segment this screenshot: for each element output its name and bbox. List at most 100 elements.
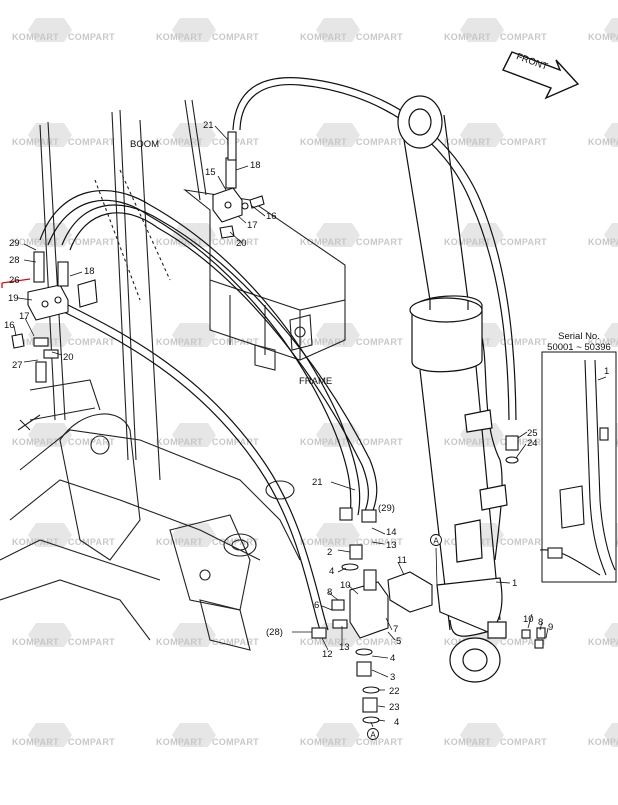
callout-12: 12 — [322, 649, 333, 660]
watermark-text-b: COMPART — [500, 637, 547, 647]
watermark-text-a: KOMPART — [588, 137, 618, 147]
leader-lines — [13, 125, 607, 728]
callout-29-paren: (29) — [378, 503, 395, 514]
callout-8-right: 8 — [538, 617, 543, 628]
frame-caption: FRAME — [299, 376, 332, 387]
svg-text:A: A — [433, 537, 439, 546]
callout-13-lower: 13 — [339, 642, 350, 653]
callout-18-top: 18 — [250, 160, 261, 171]
watermark-text-b: COMPART — [356, 237, 403, 247]
callout-10-mid: 10 — [340, 580, 351, 591]
inset-callout-1: 1 — [604, 366, 609, 377]
watermark-text-b: COMPART — [356, 537, 403, 547]
watermark-text-b: COMPART — [500, 537, 547, 547]
watermark-text-b: COMPART — [356, 137, 403, 147]
callout-21-mid: 21 — [312, 477, 323, 488]
inset-serial-title: Serial No. — [558, 331, 600, 342]
callout-10-right: 10 — [523, 614, 534, 625]
watermark-text-a: KOMPART — [156, 637, 203, 647]
watermark-text-b: COMPART — [68, 237, 115, 247]
callout-9: 9 — [548, 622, 553, 633]
part-26-highlight — [1, 278, 31, 288]
watermark-text-b: COMPART — [500, 32, 547, 42]
watermark-text-a: KOMPART — [300, 32, 347, 42]
watermark-layer: KOMPART COMPART KOMPART COMPART KOMPART COMPA… — [12, 18, 618, 747]
callout-23: 23 — [389, 702, 400, 713]
watermark-text-a: KOMPART — [12, 32, 59, 42]
watermark-text-b: COMPART — [68, 337, 115, 347]
watermark-text-a: KOMPART — [156, 337, 203, 347]
watermark-text-a: KOMPART — [300, 737, 347, 747]
watermark-text-a: KOMPART — [300, 237, 347, 247]
watermark-text-a: KOMPART — [588, 32, 618, 42]
callout-8-mid: 8 — [327, 587, 332, 598]
watermark-text-b: COMPART — [212, 437, 259, 447]
watermark-text-b: COMPART — [500, 437, 547, 447]
watermark-text-a: KOMPART — [300, 337, 347, 347]
callout-17-left: 17 — [19, 311, 30, 322]
watermark-text-b: COMPART — [68, 537, 115, 547]
callout-2: 2 — [327, 547, 332, 558]
watermark-text-b: COMPART — [68, 137, 115, 147]
callout-26: 26 — [9, 275, 20, 286]
watermark-text-a: KOMPART — [300, 437, 347, 447]
watermark-text-b: COMPART — [68, 737, 115, 747]
watermark-text-a: KOMPART — [444, 237, 491, 247]
watermark-text-b: COMPART — [212, 337, 259, 347]
callout-29: 29 — [9, 238, 20, 249]
svg-text:A: A — [370, 731, 376, 740]
watermark-text-a: KOMPART — [444, 32, 491, 42]
callout-4-mid: 4 — [390, 653, 395, 664]
serial-inset — [539, 351, 617, 583]
boom-cylinder — [397, 95, 572, 683]
watermark-text-b: COMPART — [500, 137, 547, 147]
fitting-bracket-top — [212, 131, 265, 239]
watermark-tile: KOMPART COMPART — [156, 323, 259, 347]
callout-21-top: 21 — [203, 120, 214, 131]
callout-4-upper: 4 — [329, 566, 334, 577]
watermark-text-b: COMPART — [356, 32, 403, 42]
watermark-text-a: KOMPART — [156, 737, 203, 747]
watermark-text-b: COMPART — [68, 32, 115, 42]
watermark-text-a: KOMPART — [444, 137, 491, 147]
watermark-tile: KOMPART COMPART — [444, 123, 547, 147]
watermark-tile: KOMPART COMPART — [12, 18, 115, 42]
callout-24: 24 — [527, 438, 538, 449]
watermark-text-a: KOMPART — [12, 237, 59, 247]
callout-20-left: 20 — [63, 352, 74, 363]
watermark-text-b: COMPART — [212, 537, 259, 547]
callout-28: 28 — [9, 255, 20, 266]
callout-20-top: 20 — [236, 238, 247, 249]
hoses — [39, 77, 517, 631]
callout-13-upper: 13 — [386, 540, 397, 551]
callout-27: 27 — [12, 360, 23, 371]
callout-6: 6 — [314, 600, 319, 611]
watermark-text-b: COMPART — [356, 637, 403, 647]
inset-serial-range: 50001 ~ 50396 — [547, 342, 611, 353]
callout-11: 11 — [397, 555, 407, 566]
callout-22: 22 — [389, 686, 400, 697]
watermark-text-b: COMPART — [500, 337, 547, 347]
callout-28-paren: (28) — [266, 627, 283, 638]
watermark-text-a: KOMPART — [156, 32, 203, 42]
watermark-text-b: COMPART — [212, 237, 259, 247]
fitting-block-left — [11, 251, 98, 383]
watermark-text-a: KOMPART — [12, 737, 59, 747]
callout-25: 25 — [527, 428, 538, 439]
